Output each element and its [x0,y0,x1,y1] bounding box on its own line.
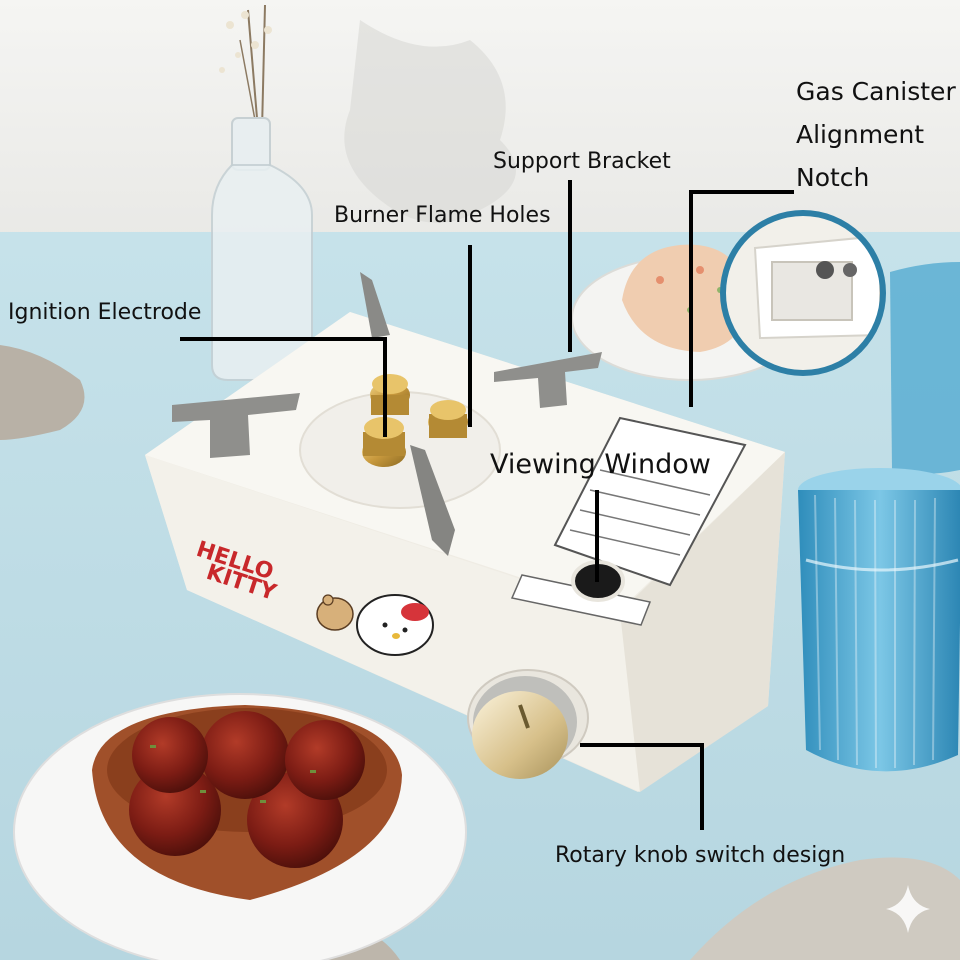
leader-ignition-v [383,337,387,437]
leader-burner-holes [468,245,472,427]
character-illustration [316,594,434,656]
callout-burner-flame-holes: Burner Flame Holes [334,203,551,228]
leader-gas-notch-v [689,190,693,407]
instruction-label [553,416,747,587]
leader-knob-v [700,743,704,830]
callout-support-bracket: Support Bracket [493,149,671,174]
portable-gas-stove: HELLO KITTY [145,272,785,792]
napkin-bottom-right [690,857,960,960]
blue-glass-front [798,468,960,772]
callout-gas-canister-notch: Gas Canister Alignment Notch [796,70,956,199]
leader-support-bracket [568,180,572,352]
blue-glass-back [890,262,960,474]
leader-viewing-window [595,490,599,582]
leader-gas-notch-h [689,190,794,194]
callout-line-3: Notch [796,163,870,192]
leader-ignition-h [180,337,387,341]
napkin-left [0,345,85,440]
sparkle-icon [886,885,930,933]
callout-line-2: Alignment [796,120,925,149]
meatball-dish [13,693,467,960]
burner-2 [428,400,468,438]
callout-viewing-window: Viewing Window [490,449,711,480]
leaf-shadow [344,20,516,223]
gas-notch-inset [720,210,886,376]
callout-ignition-electrode: Ignition Electrode [8,300,202,325]
callout-rotary-knob: Rotary knob switch design [555,843,846,868]
burner-1 [370,374,410,415]
rotary-knob [467,669,589,779]
callout-line-1: Gas Canister [796,77,956,106]
leader-knob-h [580,743,704,747]
